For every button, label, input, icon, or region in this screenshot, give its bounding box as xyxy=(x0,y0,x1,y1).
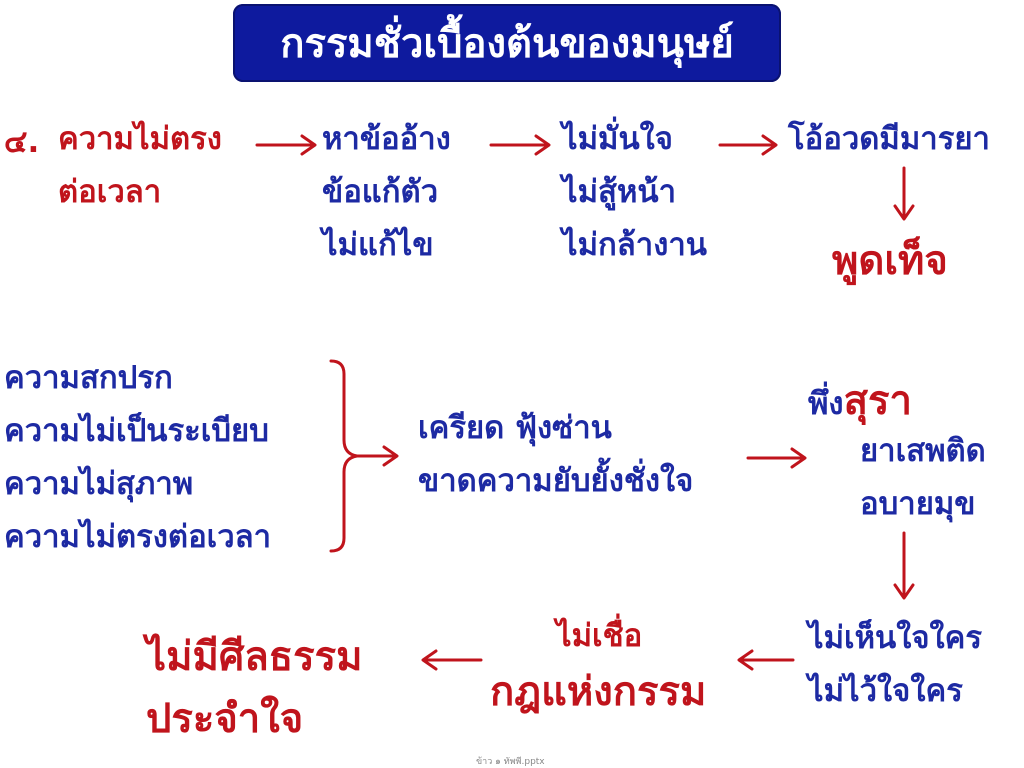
stress-line: ขาดความยับยั้งชั่งใจ xyxy=(418,463,694,499)
lack-confidence-line: ไม่มั่นใจ xyxy=(562,121,673,157)
right-brace-icon xyxy=(329,359,359,553)
arrow-left-icon xyxy=(421,649,483,671)
no-morals-line: ประจำใจ xyxy=(146,696,304,742)
lack-confidence-line: ไม่สู้หน้า xyxy=(562,174,676,210)
arrow-left-icon xyxy=(737,649,795,671)
footer-filename: ข้าว ๑ ทัพพี.pptx xyxy=(476,757,545,767)
cause-late-line: ความไม่ตรง xyxy=(58,121,222,157)
distrust-block: ไม่เห็นใจใคร ไม่ไว้ใจใคร xyxy=(808,612,982,718)
rely-prefix: พึ่ง xyxy=(808,386,844,422)
excuse-line: หาข้ออ้าง xyxy=(322,121,451,157)
cause-late-block: ความไม่ตรง ต่อเวลา xyxy=(58,113,222,219)
boast-text: โอ้อวดมีมารยา xyxy=(788,121,990,157)
arrow-down-icon xyxy=(893,531,915,600)
arrow-right-icon xyxy=(255,134,317,156)
excuse-line: ไม่แก้ไข xyxy=(322,227,434,263)
distrust-line: ไม่เห็นใจใคร xyxy=(808,620,983,656)
causes-list: ความสกปรก ความไม่เป็นระเบียบ ความไม่สุภา… xyxy=(4,352,271,564)
stress-block: เครียด ฟุ้งซ่าน ขาดความยับยั้งชั่งใจ xyxy=(418,402,693,508)
cause-item: ความไม่สุภาพ xyxy=(4,466,194,502)
item-number: ๔. xyxy=(4,124,40,160)
arrow-right-icon xyxy=(489,134,551,156)
arrow-right-icon xyxy=(355,445,399,467)
vices-block: ยาเสพติด อบายมุข xyxy=(860,425,986,531)
excuse-line: ข้อแก้ตัว xyxy=(322,174,439,210)
cause-item: ความสกปรก xyxy=(4,360,173,396)
stress-line: เครียด ฟุ้งซ่าน xyxy=(418,410,612,446)
excuse-block: หาข้ออ้าง ข้อแก้ตัว ไม่แก้ไข xyxy=(322,113,451,272)
page-title: กรรมชั่วเบื้องต้นของมนุษย์ xyxy=(280,21,734,67)
alcohol-text: สุรา xyxy=(843,378,912,424)
cause-item: ความไม่เป็นระเบียบ xyxy=(4,413,269,449)
no-morals-block: ไม่มีศีลธรรม ประจำใจ xyxy=(146,626,363,750)
lack-confidence-block: ไม่มั่นใจ ไม่สู้หน้า ไม่กล้างาน xyxy=(562,113,707,272)
karma-text: กฎแห่งกรรม xyxy=(490,669,707,715)
disbelief-text: ไม่เชื่อ xyxy=(556,618,643,654)
rely-alcohol-block: พึ่งสุรา xyxy=(808,368,912,432)
cause-late-line: ต่อเวลา xyxy=(58,174,162,210)
cause-item: ความไม่ตรงต่อเวลา xyxy=(4,519,272,555)
title-banner: กรรมชั่วเบื้องต้นของมนุษย์ xyxy=(233,4,781,82)
arrow-right-icon xyxy=(746,447,807,469)
distrust-line: ไม่ไว้ใจใคร xyxy=(808,673,963,709)
no-morals-line: ไม่มีศีลธรรม xyxy=(146,634,363,680)
vice-line: ยาเสพติด xyxy=(860,433,986,469)
lie-text: พูดเท็จ xyxy=(832,238,948,284)
vice-line: อบายมุข xyxy=(860,486,976,522)
lack-confidence-line: ไม่กล้างาน xyxy=(562,227,707,263)
arrow-down-icon xyxy=(893,166,915,221)
arrow-right-icon xyxy=(718,134,778,156)
